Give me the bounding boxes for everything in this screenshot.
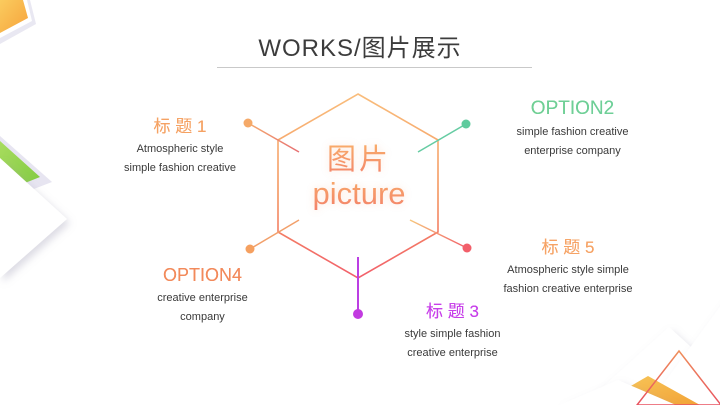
label-option2: OPTION2 simple fashion creative enterpri… — [490, 98, 655, 161]
label-option2-heading: OPTION2 — [490, 98, 655, 120]
label-title3-line2: creative enterprise — [407, 347, 498, 359]
label-option4-heading: OPTION4 — [120, 265, 285, 286]
label-option2-line1: simple fashion creative — [516, 126, 629, 138]
label-option4-line1: creative enterprise — [157, 292, 248, 304]
leader-line-option4 — [249, 219, 300, 250]
leader-line-title1 — [247, 122, 300, 153]
bottomright-triangle-outline — [636, 349, 720, 405]
label-title3: 标 题 3 style simple fashion creative ente… — [370, 297, 535, 363]
label-title5-heading: 标 题 5 — [485, 233, 651, 258]
label-title3-heading: 标 题 3 — [370, 297, 535, 322]
hexagon-placeholder-text[interactable]: 图片 picture — [288, 144, 430, 210]
left-triangle-white — [0, 158, 67, 278]
label-option2-line2: enterprise company — [524, 145, 621, 157]
label-option4-line2: company — [180, 311, 225, 323]
label-title1-line2: simple fashion creative — [124, 162, 236, 174]
label-option4: OPTION4 creative enterprise company — [120, 265, 285, 327]
dot-option2 — [461, 119, 471, 129]
dot-title5 — [462, 243, 472, 253]
leader-line-option2 — [417, 123, 467, 153]
label-title3-line1: style simple fashion — [404, 328, 501, 340]
corner-triangle-yellow-topleft — [0, 0, 28, 33]
label-title1-line1: Atmospheric style — [136, 143, 224, 155]
dot-title1 — [243, 118, 253, 128]
title-divider — [217, 67, 532, 68]
leader-line-title5 — [409, 219, 468, 249]
label-title1: 标 题 1 Atmospheric style simple fashion c… — [95, 112, 265, 178]
dot-title3 — [353, 309, 363, 319]
bottomright-triangle-white-small — [560, 380, 676, 405]
slide-title: WORKS/图片展示 — [258, 35, 462, 62]
label-title1-heading: 标 题 1 — [95, 112, 265, 137]
dot-option4 — [245, 244, 255, 254]
label-title5: 标 题 5 Atmospheric style simple fashion c… — [485, 233, 651, 299]
label-title5-line2: fashion creative enterprise — [503, 283, 633, 295]
hexagon-label-cn: 图片 — [288, 144, 430, 177]
label-title5-line1: Atmospheric style simple — [507, 264, 629, 276]
hexagon-label-en: picture — [288, 177, 430, 210]
